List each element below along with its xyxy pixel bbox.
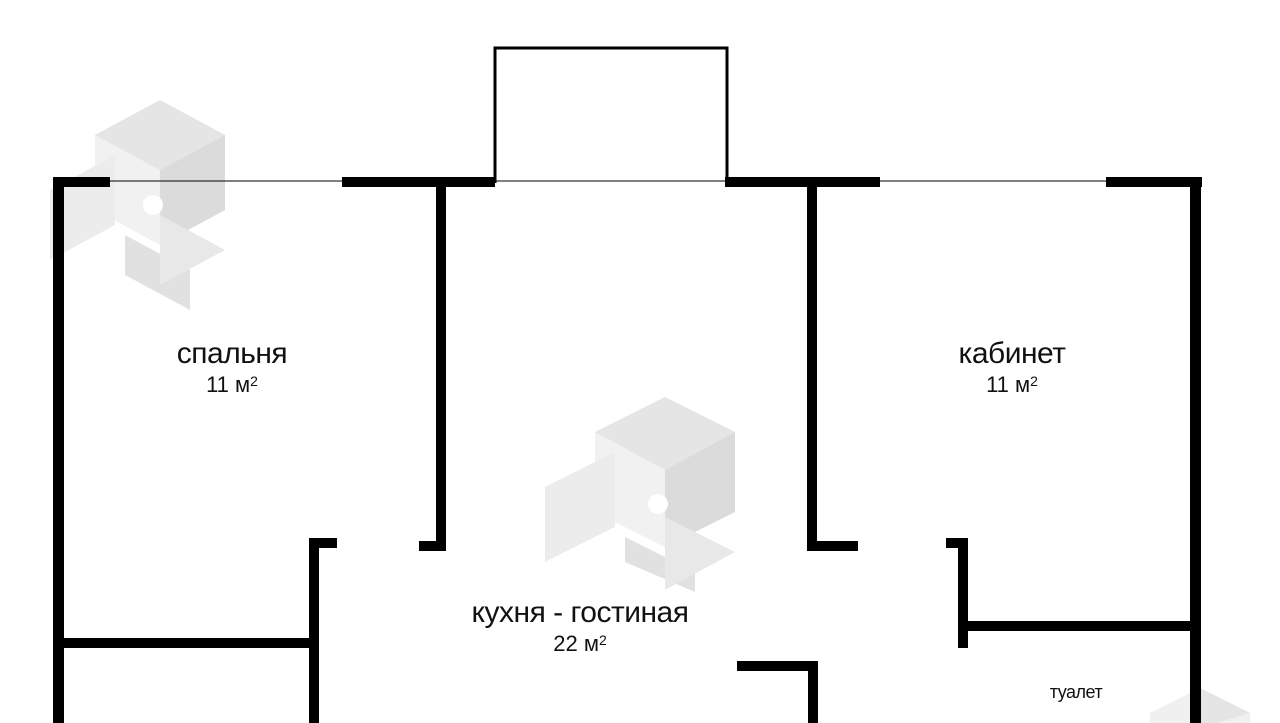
room-office-name: кабинет <box>958 337 1066 370</box>
walls <box>53 177 1202 723</box>
room-kitchen-living-area: 22 м2 <box>553 631 607 656</box>
room-kitchen-living: кухня - гостиная 22 м2 <box>430 596 730 658</box>
room-office: кабинет 11 м2 <box>912 337 1112 399</box>
room-toilet-name: туалет <box>1049 682 1103 702</box>
room-toilet: туалет <box>1016 681 1136 703</box>
room-kitchen-living-name: кухня - гостиная <box>471 596 689 629</box>
room-bedroom: спальня 11 м2 <box>132 337 332 399</box>
room-office-area: 11 м2 <box>986 372 1038 397</box>
room-bedroom-name: спальня <box>176 337 288 370</box>
balcony <box>493 46 729 183</box>
room-bedroom-area: 11 м2 <box>206 372 258 397</box>
